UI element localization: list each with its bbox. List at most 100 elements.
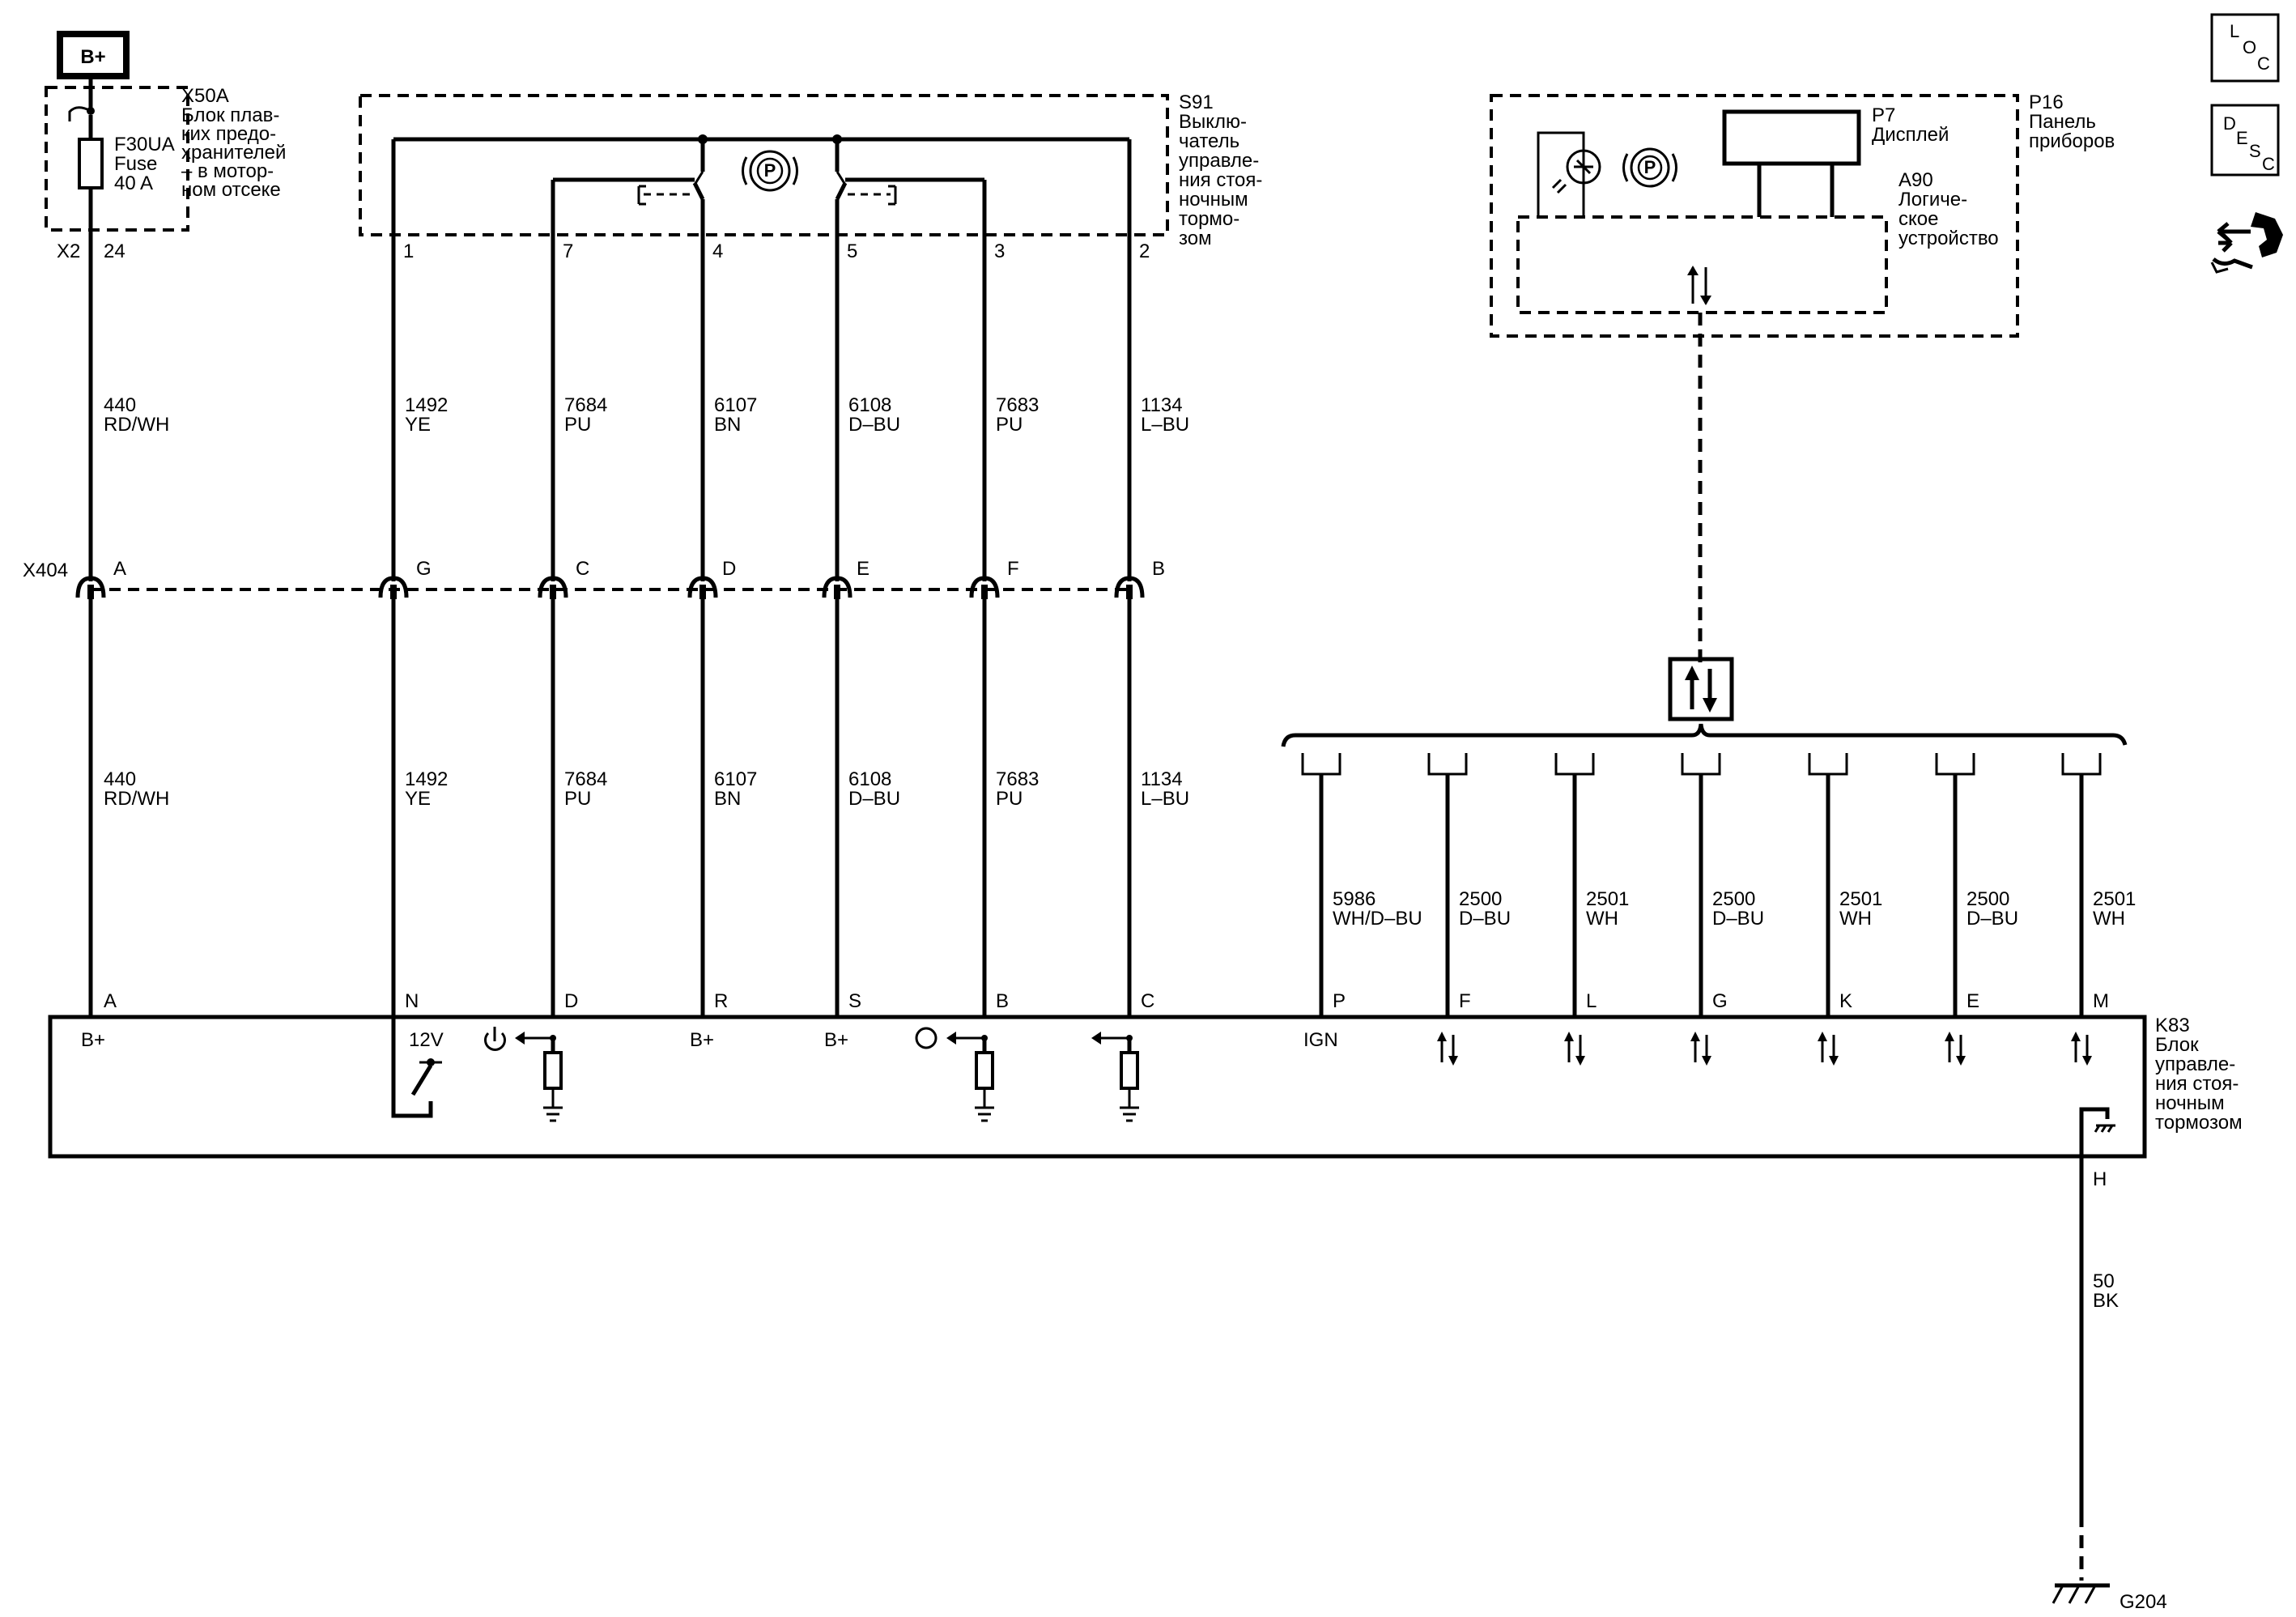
switch-pin-4: 4	[712, 240, 723, 262]
module-input-d	[484, 1027, 563, 1122]
switch-id: S91	[1179, 91, 1214, 113]
wire-7683-upper-num: 7683	[996, 394, 1039, 416]
panel-symbol-label: P	[1644, 157, 1656, 177]
switch-desc-5: ночным	[1179, 189, 1248, 211]
fuse-pin: 24	[104, 240, 125, 262]
serial-data-bus: 5986 WH/D–BU 2500 D–BU 2501 WH 2500 D–BU…	[1281, 657, 2136, 1017]
loc-letter-c: C	[2257, 53, 2270, 74]
ground-wire-color: BK	[2093, 1290, 2119, 1312]
resistor-b	[975, 1051, 994, 1090]
connector-tool-icon[interactable]	[2210, 212, 2283, 274]
switch-desc-6: тормо-	[1179, 208, 1239, 230]
module-desc-3: ния стоя-	[2155, 1073, 2239, 1095]
wire-7684-lower-num: 7684	[564, 768, 607, 790]
module-pin-r: R	[714, 990, 728, 1012]
wire-6108-lower-num: 6108	[848, 768, 891, 790]
ground-wire: H 50 BK G204	[2052, 1156, 2167, 1613]
bidirectional-arrow-icon-g	[1690, 1032, 1711, 1066]
module-pin-n: N	[405, 990, 419, 1012]
bus-junction-box	[1668, 657, 1734, 721]
switch-desc-7: зом	[1179, 228, 1212, 249]
description-view-icon[interactable]: D E S C	[2210, 104, 2280, 177]
module-pin-m: M	[2093, 990, 2109, 1012]
module-label-b-plus-r: B+	[690, 1029, 714, 1051]
switch-desc-2: чатель	[1179, 130, 1239, 152]
wire-440-upper-num: 440	[104, 394, 136, 416]
connector-x404: X404 A G C D E F B	[23, 558, 1165, 599]
desc-letter-e: E	[2236, 128, 2248, 148]
x404-pin-e: E	[857, 558, 870, 580]
bus-bidirectional-arrow-icon	[1685, 666, 1717, 713]
bus-wire-2501-l-num: 2501	[1586, 888, 1629, 910]
switch-pin-7: 7	[563, 240, 573, 262]
logic-desc-3: устройство	[1898, 228, 1999, 249]
module-pin-p: P	[1333, 990, 1346, 1012]
logic-desc-2: ское	[1898, 208, 1938, 230]
chassis-ground-icon	[2052, 1583, 2110, 1604]
loc-letter-o: O	[2243, 37, 2256, 57]
wire-440-lower-color: RD/WH	[104, 788, 169, 810]
fuse-id: F30UA	[114, 134, 175, 155]
module-outline	[48, 1015, 2147, 1159]
module-pin-d: D	[564, 990, 578, 1012]
module-pin-g: G	[1712, 990, 1728, 1012]
wire-6107-upper-color: BN	[714, 414, 741, 436]
bidirectional-arrow-icon-l	[1564, 1032, 1585, 1066]
x404-pin-b: B	[1152, 558, 1165, 580]
switch-desc-4: ния стоя-	[1179, 169, 1262, 191]
bus-wire-2500-f-color: D–BU	[1459, 908, 1511, 930]
module-pin-k: K	[1839, 990, 1852, 1012]
wire-6107-lower-num: 6107	[714, 768, 757, 790]
power-icon	[484, 1027, 506, 1051]
module-12v-switch	[391, 1017, 442, 1118]
module-label-ign: IGN	[1303, 1029, 1338, 1051]
wire-1134-lower-color: L–BU	[1141, 788, 1189, 810]
desc-letter-c: C	[2262, 154, 2275, 174]
wire-1134-upper-num: 1134	[1141, 394, 1183, 416]
display-id: P7	[1872, 104, 1895, 126]
lower-wires: 440 RD/WH 1492 YE 7684 PU 6107 BN 6108 D…	[88, 598, 1189, 1017]
switch-pin-2: 2	[1139, 240, 1150, 262]
ground-id: G204	[2120, 1591, 2167, 1613]
fuse-block-desc-3: хранителей	[181, 142, 286, 164]
bus-wire-2500-g-num: 2500	[1712, 888, 1755, 910]
wire-6108-upper-color: D–BU	[848, 414, 900, 436]
bus-wire-2500-e-color: D–BU	[1966, 908, 2018, 930]
module-pin-c: C	[1141, 990, 1154, 1012]
module-input-b	[915, 1027, 994, 1122]
module-pin-b: B	[996, 990, 1009, 1012]
display-desc: Дисплей	[1872, 124, 1949, 146]
module-pin-e: E	[1966, 990, 1979, 1012]
power-source-badge: B+	[57, 31, 130, 79]
ground-wire-num: 50	[2093, 1270, 2115, 1292]
wire-6107-upper-num: 6107	[714, 394, 757, 416]
wire-1492-lower-color: YE	[405, 788, 431, 810]
wire-6107-lower-color: BN	[714, 788, 741, 810]
desc-letter-d: D	[2223, 113, 2236, 134]
module-desc-2: управле-	[2155, 1053, 2235, 1075]
bus-wire-2500-g-color: D–BU	[1712, 908, 1764, 930]
power-badge-label: B+	[80, 46, 105, 68]
parking-brake-module-k83: K83 Блок управле- ния стоя- ночным тормо…	[48, 990, 2243, 1159]
logic-id: A90	[1898, 169, 1933, 191]
module-pin-a: A	[104, 990, 117, 1012]
bus-wire-2501-k-color: WH	[1839, 908, 1872, 930]
x404-pin-g: G	[416, 558, 432, 580]
bus-wire-5986-num: 5986	[1333, 888, 1375, 910]
bus-wire-2501-l-color: WH	[1586, 908, 1618, 930]
fuse-connector-id: X2	[57, 240, 80, 262]
wire-1134-upper-color: L–BU	[1141, 414, 1189, 436]
wire-6108-upper-num: 6108	[848, 394, 891, 416]
upper-wires: 440 RD/WH 1492 YE 7684 PU 6107 BN 6108 D…	[88, 241, 1189, 581]
bus-wire-5986-color: WH/D–BU	[1333, 908, 1422, 930]
wire-1492-upper-color: YE	[405, 414, 431, 436]
module-label-12v: 12V	[409, 1029, 444, 1051]
location-view-icon[interactable]: L O C	[2210, 13, 2280, 83]
module-bus-arrows	[1437, 1032, 2092, 1066]
module-ground-h	[2079, 1107, 2115, 1156]
wire-7683-lower-color: PU	[996, 788, 1023, 810]
wire-7683-lower-num: 7683	[996, 768, 1039, 790]
switch-desc-1: Выклю-	[1179, 111, 1247, 133]
module-label-b-plus-s: B+	[824, 1029, 848, 1051]
